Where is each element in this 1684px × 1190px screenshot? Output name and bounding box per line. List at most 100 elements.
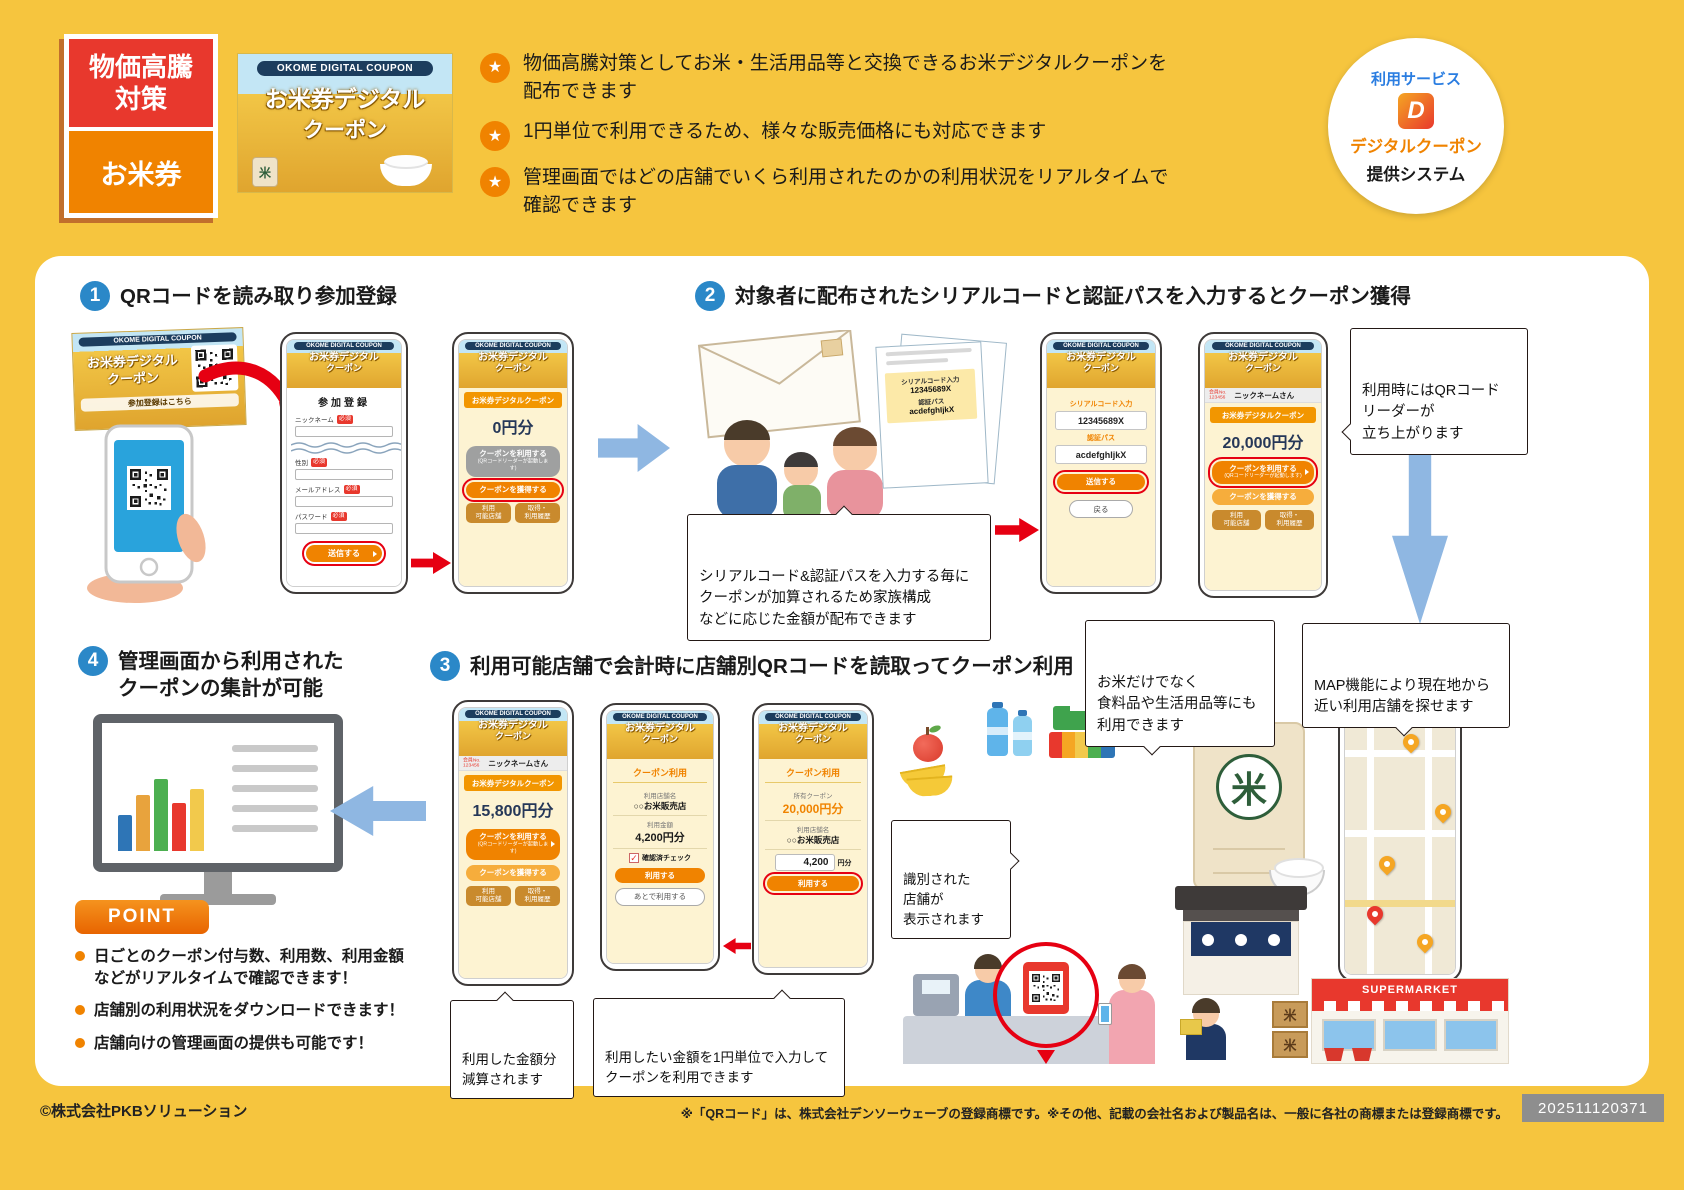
map-road — [1345, 750, 1455, 757]
flow-arrow-down-icon — [1392, 428, 1448, 624]
customer-head — [1118, 964, 1146, 993]
shop-staff-person — [1180, 998, 1226, 1060]
shop-name-label: 利用店舗名 — [796, 827, 830, 834]
qr-card-title2: クーポン — [106, 370, 160, 387]
wallet-title: お米券デジタルクーポン — [464, 392, 562, 408]
apple-icon — [913, 727, 943, 762]
rice-bag-lines — [1213, 848, 1285, 874]
cash-register-icon — [913, 974, 959, 1016]
use-button: 利用する — [763, 871, 863, 896]
star-icon: ★ — [480, 167, 510, 198]
use-coupon-sub: (QRコードリーダーが起動します) — [1224, 473, 1302, 479]
registration-title: 参加登録 — [318, 398, 370, 409]
paper-line — [885, 347, 972, 357]
app-logo-line1: お米券デジタル — [478, 720, 548, 731]
app-header: OKOME DIGITAL COUPON お米券デジタル クーポン — [459, 708, 567, 756]
step1-title: QRコードを読み取り参加登録 — [120, 285, 397, 308]
customer-hair — [1118, 964, 1146, 979]
amount-unit: 円分 — [837, 859, 852, 867]
email-field: メールアドレス必須 — [295, 484, 393, 507]
app-header: OKOME DIGITAL COUPON お米券デジタル クーポン — [1205, 340, 1321, 388]
staff-box — [1180, 1019, 1202, 1035]
wallet-20000-screen: OKOME DIGITAL COUPON お米券デジタル クーポン 会員No. … — [1204, 339, 1322, 591]
app-logo-line2: クーポン — [1082, 363, 1119, 373]
use-coupon-label: クーポンを利用する — [479, 448, 547, 458]
paper-line — [886, 358, 949, 366]
qr-pointer-icon — [1037, 1050, 1055, 1064]
ribbon-product: お米券 — [69, 131, 213, 213]
step1-number: 1 — [80, 281, 110, 311]
use-coupon-label: クーポンを利用する — [1229, 463, 1297, 473]
wallet-15800-phone: OKOME DIGITAL COUPON お米券デジタル クーポン 会員No. … — [452, 700, 574, 986]
coupon-use-confirm-screen: OKOME DIGITAL COUPON お米券デジタル クーポン クーポン利用… — [606, 710, 714, 964]
chart-bar — [136, 795, 150, 851]
app-logo-line2: クーポン — [794, 734, 831, 744]
history-button: 取得・ 利用履歴 — [515, 886, 560, 906]
report-line — [232, 765, 318, 772]
service-badge: 利用サービス D デジタルクーポン 提供システム — [1328, 38, 1504, 214]
owned-coupon-value: 20,000円分 — [765, 800, 861, 821]
registration-form: 参加登録 ニックネーム必須 性別必須 メールアドレス必須 — [287, 388, 401, 586]
email-label-row: メールアドレス必須 — [295, 484, 393, 494]
header-ribbon: 物価高騰 対策 お米券 — [64, 34, 218, 218]
member-no: 会員No. 123456 — [1209, 390, 1227, 400]
map-phone — [1338, 700, 1462, 982]
map-road — [1367, 708, 1374, 974]
coupon-artwork-thumbnail: OKOME DIGITAL COUPON お米券デジタル クーポン 米 — [237, 53, 453, 193]
amount-input: 4,200 — [774, 854, 835, 871]
history-button: 取得・ 利用履歴 — [515, 503, 560, 523]
supermarket-sign: SUPERMARKET — [1312, 979, 1508, 1001]
coupon-amount-input-phone: OKOME DIGITAL COUPON お米券デジタル クーポン クーポン利用… — [752, 703, 874, 975]
wallet-zero-screen: OKOME DIGITAL COUPON お米券デジタル クーポン お米券デジタ… — [458, 339, 568, 587]
wallet-footer-buttons: 利用 可能店舗 取得・ 利用履歴 — [1212, 510, 1314, 530]
app-banner: OKOME DIGITAL COUPON — [613, 713, 707, 721]
cashier-hair — [974, 954, 1002, 969]
app-logo-line2: クーポン — [494, 363, 531, 373]
star-icon: ★ — [480, 121, 510, 152]
use-coupon-button: クーポンを利用する (QRコードリーダーが起動します) — [1208, 456, 1318, 488]
shop-name-label: 利用店舗名 — [643, 793, 677, 800]
coupon-balance: 15,800円分 — [472, 803, 554, 820]
supermarket-illustration: SUPERMARKET — [1311, 978, 1509, 1064]
bullet-dot-icon — [75, 1005, 85, 1016]
main-panel: 1 QRコードを読み取り参加登録 2 対象者に配布されたシリアルコードと認証パス… — [35, 256, 1649, 1099]
serial-form: シリアルコード入力 12345689X 認証パス acdefghIjkX 送信す… — [1047, 388, 1155, 586]
coupon-use-confirm-phone: OKOME DIGITAL COUPON お米券デジタル クーポン クーポン利用… — [600, 703, 720, 971]
nickname-input — [295, 426, 393, 437]
cashier-head — [974, 954, 1002, 983]
map-callout: MAP機能により現在地から 近い利用店舗を探せます — [1302, 623, 1510, 737]
coupon-banner: OKOME DIGITAL COUPON — [257, 61, 433, 76]
wallet-title: お米券デジタルクーポン — [464, 775, 562, 791]
nickname-label-row: ニックネーム必須 — [295, 414, 393, 424]
get-coupon-label: クーポンを獲得する — [479, 484, 547, 494]
point-section: POINT 日ごとのクーポン付与数、利用数、利用金額 などがリアルタイムで確認で… — [75, 900, 435, 1055]
use-amount-label: 利用金額 — [647, 822, 673, 829]
password-label-row: パスワード必須 — [295, 511, 393, 521]
app-banner: OKOME DIGITAL COUPON — [465, 342, 561, 350]
required-badge: 必須 — [343, 484, 360, 494]
password-field: パスワード必須 — [295, 511, 393, 534]
qr-card-titles: お米券デジタル クーポン — [79, 352, 186, 389]
shop-noren — [1191, 922, 1291, 956]
shop-roof-lower — [1183, 910, 1299, 921]
step3-header: 3 利用可能店舗で会計時に店舗別QRコードを読取ってクーポン利用 — [430, 651, 1074, 681]
wallet-15800-screen: OKOME DIGITAL COUPON お米券デジタル クーポン 会員No. … — [458, 707, 568, 979]
wallet-body: お米券デジタルクーポン 20,000円分 クーポンを利用する (QRコードリーダ… — [1205, 403, 1321, 590]
digital-coupon-logo-icon: D — [1398, 92, 1434, 129]
flow-arrow-right-icon — [598, 424, 670, 472]
point-text-2: 店舗別の利用状況をダウンロードできます！ — [94, 1002, 405, 1020]
feature-text-2: 1円単位で利用できるため、様々な販売価格にも対応できます — [523, 121, 1047, 143]
serial-note-text: シリアルコード&認証パスを入力する毎に クーポンが加算されるため家族構成 などに… — [699, 568, 970, 629]
point-text-3: 店舗向けの管理画面の提供も可能です！ — [94, 1035, 374, 1053]
use-later-button: あとで利用する — [615, 888, 705, 906]
get-coupon-button: クーポンを獲得する — [462, 477, 564, 502]
app-header: OKOME DIGITAL COUPON お米券デジタル クーポン — [459, 340, 567, 388]
service-system: 提供システム — [1366, 165, 1466, 184]
app-logo-line1: お米券デジタル — [1066, 352, 1136, 363]
nickname-bar: 会員No. 123456 ニックネームさん — [1205, 388, 1321, 403]
serial-note-box: シリアルコード入力 12345689X 認証パス acdefghIjkX — [884, 368, 978, 424]
app-logo-line2: クーポン — [325, 363, 362, 373]
app-logo-line1: お米券デジタル — [1228, 352, 1298, 363]
use-coupon-button: クーポンを利用する (QRコードリーダーが起動します) — [466, 445, 560, 477]
noren-circle — [1201, 934, 1214, 946]
